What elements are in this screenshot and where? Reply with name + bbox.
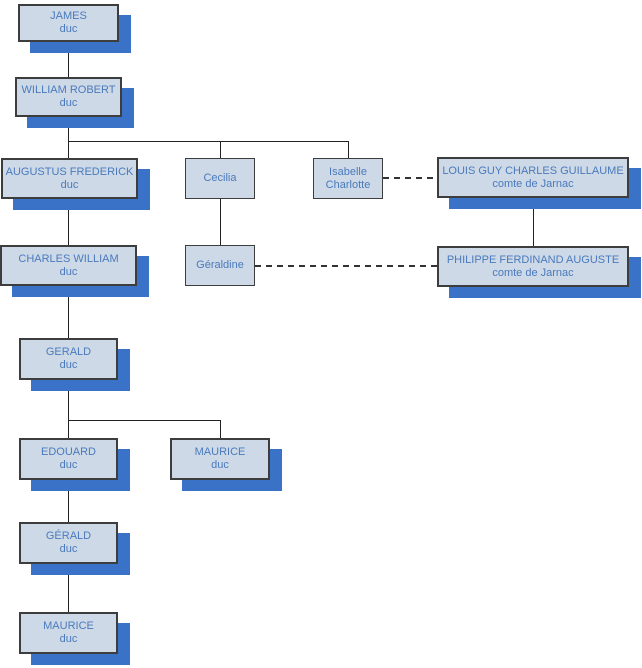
connector-gerald-jr-maurice-jr bbox=[68, 564, 69, 612]
node-box: GÉRALD duc bbox=[19, 522, 118, 564]
connector-edouard-gerald-jr bbox=[68, 480, 69, 522]
node-box: LOUIS GUY CHARLES GUILLAUME comte de Jar… bbox=[437, 157, 629, 198]
tree-node-isabelle-charlotte: Isabelle Charlotte bbox=[313, 158, 383, 199]
tree-node-gerald: GERALD duc bbox=[19, 338, 130, 391]
tree-node-louis-guy-charles-guillaume: LOUIS GUY CHARLES GUILLAUME comte de Jar… bbox=[437, 157, 641, 209]
person-name: PHILIPPE FERDINAND AUGUSTE bbox=[446, 253, 620, 266]
person-name: MAURICE bbox=[43, 620, 94, 632]
person-title: duc bbox=[59, 23, 78, 35]
connector-branch-cecilia bbox=[220, 141, 221, 158]
person-name: CHARLES WILLIAM bbox=[18, 252, 119, 265]
person-name: WILLIAM ROBERT bbox=[21, 84, 116, 96]
connector-cecilia-geraldine bbox=[220, 199, 221, 245]
node-box: AUGUSTUS FREDERICK duc bbox=[1, 158, 138, 199]
connector-william-down bbox=[68, 117, 69, 158]
tree-node-geraldine: Géraldine bbox=[185, 245, 255, 286]
person-title: duc bbox=[59, 359, 78, 371]
connector-branch-maurice bbox=[220, 420, 221, 438]
person-title: comte de Jarnac bbox=[492, 177, 574, 190]
connector-siblings-branch bbox=[68, 141, 349, 142]
person-name: MAURICE bbox=[194, 446, 246, 458]
person-name: LOUIS GUY CHARLES GUILLAUME bbox=[442, 164, 624, 177]
tree-node-james: JAMES duc bbox=[18, 4, 131, 53]
node-box: MAURICE duc bbox=[170, 438, 270, 480]
node-box: EDOUARD duc bbox=[19, 438, 118, 480]
connector-gerald-down bbox=[68, 380, 69, 421]
person-name: GÉRALD bbox=[45, 530, 92, 542]
connector-branch-edouard bbox=[68, 420, 69, 438]
tree-node-william-robert: WILLIAM ROBERT duc bbox=[15, 77, 134, 128]
person-name: GERALD bbox=[45, 346, 92, 358]
tree-node-cecilia: Cecilia bbox=[185, 158, 255, 199]
node-box: WILLIAM ROBERT duc bbox=[15, 77, 122, 117]
tree-node-charles-william: CHARLES WILLIAM duc bbox=[0, 245, 149, 297]
person-title: duc bbox=[211, 459, 229, 471]
marriage-line-geraldine-philippe bbox=[255, 265, 437, 267]
person-title: duc bbox=[59, 459, 78, 471]
person-title: duc bbox=[59, 633, 78, 645]
tree-node-maurice-jr: MAURICE duc bbox=[19, 612, 130, 665]
person-title: duc bbox=[60, 178, 79, 191]
person-name: EDOUARD bbox=[40, 446, 96, 458]
node-box: GERALD duc bbox=[19, 338, 118, 380]
person-name: Géraldine bbox=[196, 259, 244, 271]
marriage-line-isabelle-louis bbox=[383, 177, 437, 179]
person-title: duc bbox=[59, 543, 78, 555]
connector-james-william bbox=[68, 42, 69, 77]
connector-augustus-charles bbox=[68, 199, 69, 245]
node-box: CHARLES WILLIAM duc bbox=[0, 245, 137, 286]
node-box: JAMES duc bbox=[18, 4, 119, 42]
person-name: JAMES bbox=[50, 10, 87, 22]
node-box: Géraldine bbox=[185, 245, 255, 286]
connector-louis-philippe bbox=[533, 198, 534, 246]
person-title: comte de Jarnac bbox=[492, 266, 574, 279]
node-box: Cecilia bbox=[185, 158, 255, 199]
node-box: MAURICE duc bbox=[19, 612, 118, 654]
node-box: PHILIPPE FERDINAND AUGUSTE comte de Jarn… bbox=[437, 246, 629, 287]
tree-node-philippe-ferdinand-auguste: PHILIPPE FERDINAND AUGUSTE comte de Jarn… bbox=[437, 246, 641, 298]
person-name: AUGUSTUS FREDERICK bbox=[5, 165, 134, 178]
tree-node-gerald-jr: GÉRALD duc bbox=[19, 522, 130, 575]
person-title: duc bbox=[59, 265, 78, 278]
tree-node-edouard: EDOUARD duc bbox=[19, 438, 130, 491]
node-box: Isabelle Charlotte bbox=[313, 158, 383, 199]
connector-branch-isabelle bbox=[348, 141, 349, 158]
tree-node-maurice: MAURICE duc bbox=[170, 438, 282, 491]
connector-charles-gerald bbox=[68, 286, 69, 338]
person-name: Cecilia bbox=[203, 172, 237, 184]
connector-children-branch bbox=[68, 420, 221, 421]
person-title: duc bbox=[59, 97, 78, 109]
tree-node-augustus-frederick: AUGUSTUS FREDERICK duc bbox=[1, 158, 150, 210]
person-name: Isabelle Charlotte bbox=[325, 165, 371, 191]
